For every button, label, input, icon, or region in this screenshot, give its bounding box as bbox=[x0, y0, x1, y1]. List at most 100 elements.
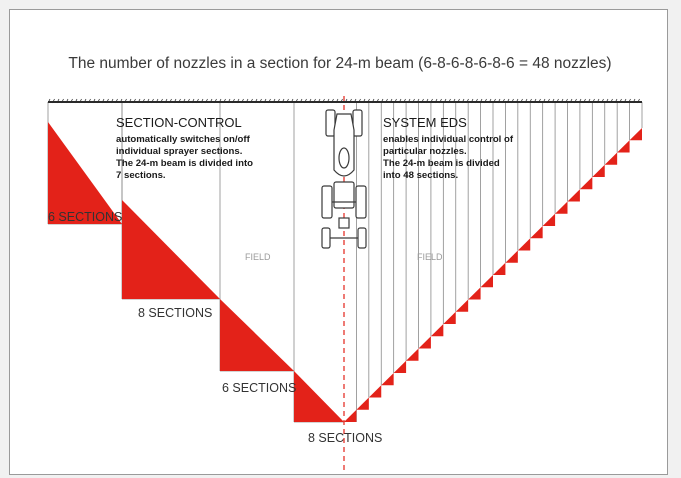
beam-tick bbox=[344, 98, 348, 104]
beam-tick bbox=[412, 98, 415, 104]
beam-tick bbox=[403, 98, 406, 104]
nozzle-triangle bbox=[468, 287, 481, 300]
beam-tick bbox=[182, 98, 186, 104]
tractor-icon bbox=[321, 109, 367, 249]
beam-tick bbox=[65, 98, 69, 104]
beam-tick bbox=[587, 98, 591, 104]
beam-tick bbox=[47, 98, 51, 104]
beam-tick bbox=[223, 98, 226, 104]
rear-wheel-right bbox=[355, 185, 367, 219]
beam-tick bbox=[227, 98, 231, 104]
beam-tick bbox=[430, 98, 433, 104]
beam-tick bbox=[56, 98, 60, 104]
beam-tick bbox=[362, 98, 366, 104]
beam-tick bbox=[250, 98, 253, 104]
beam-tick bbox=[353, 98, 357, 104]
beam-tick bbox=[313, 98, 316, 104]
beam-tick bbox=[515, 98, 519, 104]
nozzle-triangle bbox=[493, 262, 506, 275]
system-eds-heading: SYSTEM EDS bbox=[383, 115, 467, 130]
system-eds-desc-line: particular nozzles. bbox=[383, 146, 467, 157]
nozzle-triangle bbox=[604, 152, 618, 165]
field-label-left: FIELD bbox=[245, 252, 271, 262]
trailer-wheel-right bbox=[357, 227, 367, 249]
beam-tick bbox=[268, 98, 271, 104]
section-count-label: 8 SECTIONS bbox=[138, 306, 212, 320]
beam-tick bbox=[317, 98, 321, 104]
field-label-right: FIELD bbox=[417, 252, 443, 262]
beam-tick bbox=[119, 98, 123, 104]
beam-tick bbox=[326, 98, 330, 104]
beam-tick bbox=[155, 98, 159, 104]
beam-tick bbox=[151, 98, 154, 104]
beam-tick bbox=[335, 98, 339, 104]
beam-tick bbox=[209, 98, 213, 104]
beam-tick bbox=[605, 98, 609, 104]
beam-tick bbox=[200, 98, 204, 104]
beam-tick bbox=[560, 98, 564, 104]
tractor-cabin bbox=[333, 181, 355, 209]
beam-tick bbox=[434, 98, 438, 104]
nozzle-triangle bbox=[480, 275, 493, 288]
beam-tick bbox=[146, 98, 150, 104]
beam-tick bbox=[52, 98, 55, 104]
section-count-label: 8 SECTIONS bbox=[308, 431, 382, 445]
diagram-frame: The number of nozzles in a section for 2… bbox=[9, 9, 668, 475]
beam-tick bbox=[493, 98, 496, 104]
section-count-label: 6 SECTIONS bbox=[48, 210, 122, 224]
nozzle-triangle bbox=[430, 324, 444, 337]
beam-tick bbox=[358, 98, 361, 104]
beam-tick bbox=[529, 98, 532, 104]
beam-tick bbox=[88, 98, 91, 104]
nozzle-triangle bbox=[368, 385, 382, 398]
system-eds-panel: SYSTEM EDS enables individual control of… bbox=[383, 115, 514, 181]
beam-tick bbox=[241, 98, 244, 104]
right-nozzle-lines bbox=[356, 102, 643, 422]
beam-tick bbox=[263, 98, 267, 104]
nozzle-triangle bbox=[555, 201, 568, 214]
section-count-label: 6 SECTIONS bbox=[222, 381, 296, 395]
beam-tick bbox=[488, 98, 492, 104]
section-control-desc-line: The 24-m beam is divided into bbox=[116, 158, 253, 169]
beam-tick bbox=[425, 98, 429, 104]
beam-tick bbox=[259, 98, 262, 104]
section-control-heading: SECTION-CONTROL bbox=[116, 115, 242, 130]
nozzle-triangle bbox=[344, 409, 357, 422]
nozzle-triangle bbox=[567, 189, 580, 202]
section-control-desc-line: automatically switches on/off bbox=[116, 134, 251, 145]
section-triangle bbox=[122, 200, 220, 299]
nozzle-triangle bbox=[443, 311, 456, 324]
beam-tick bbox=[623, 98, 627, 104]
beam-tick bbox=[304, 98, 307, 104]
beam-tick bbox=[178, 98, 181, 104]
nozzle-triangle bbox=[393, 360, 407, 373]
beam-tick bbox=[416, 98, 420, 104]
beam-tick bbox=[92, 98, 96, 104]
beam-tick bbox=[281, 98, 285, 104]
beam-tick bbox=[97, 98, 100, 104]
beam-tick bbox=[367, 98, 370, 104]
beam-tick bbox=[533, 98, 537, 104]
beam-tick bbox=[376, 98, 379, 104]
beam-tick bbox=[83, 98, 87, 104]
section-control-desc-line: individual sprayer sections. bbox=[116, 146, 242, 157]
beam-tick bbox=[245, 98, 249, 104]
beam-tick bbox=[218, 98, 222, 104]
beam-tick bbox=[452, 98, 456, 104]
beam-tick bbox=[74, 98, 78, 104]
beam-tick bbox=[101, 98, 105, 104]
nozzle-triangle bbox=[592, 164, 605, 177]
beam-tick bbox=[254, 98, 258, 104]
beam-tick bbox=[277, 98, 280, 104]
section-control-desc-line: 7 sections. bbox=[116, 170, 166, 181]
right-nozzle-triangles bbox=[344, 128, 642, 422]
beam-tick bbox=[407, 98, 411, 104]
beam-tick bbox=[232, 98, 235, 104]
beam-tick bbox=[187, 98, 190, 104]
beam-tick bbox=[614, 98, 618, 104]
beam-tick bbox=[475, 98, 478, 104]
beam-tick bbox=[569, 98, 573, 104]
beam-tick bbox=[371, 98, 375, 104]
beam-tick bbox=[128, 98, 132, 104]
beam-tick bbox=[592, 98, 595, 104]
